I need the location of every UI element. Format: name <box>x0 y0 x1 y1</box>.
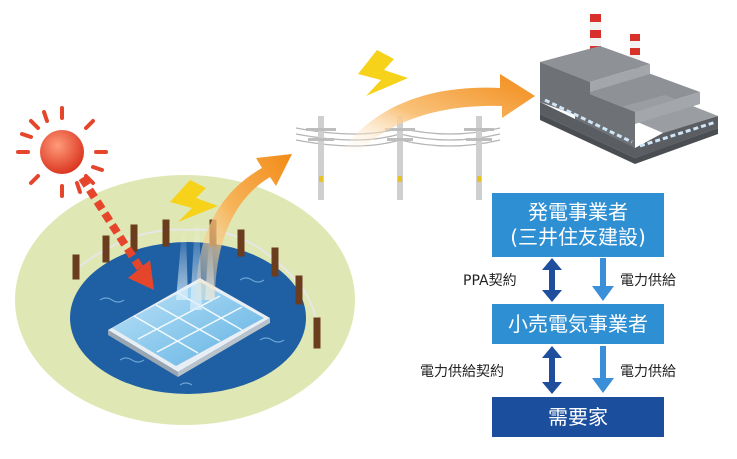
generator-box: 発電事業者 (三井住友建設) <box>492 193 664 257</box>
consumer-box: 需要家 <box>492 397 664 437</box>
supply-arrow-upper <box>592 258 614 301</box>
solar-panel-icon <box>108 278 270 377</box>
power-arrow-icon <box>342 74 535 158</box>
retailer-label: 小売電気事業者 <box>508 311 648 336</box>
water-ripples <box>99 277 285 386</box>
ppa-contract-label: PPA契約 <box>463 273 517 289</box>
factory-icon <box>540 14 718 164</box>
utility-pole-icon <box>464 116 494 200</box>
utility-pole-icon <box>306 116 336 200</box>
supply-label-upper: 電力供給 <box>620 273 676 289</box>
consumer-label: 需要家 <box>548 404 608 429</box>
generator-company: (三井住友建設) <box>510 225 646 249</box>
utility-pole-icon <box>385 116 415 200</box>
ppa-contract-arrow <box>542 258 562 302</box>
lightning-icon <box>170 180 218 222</box>
retailer-box: 小売電気事業者 <box>492 304 664 344</box>
generator-label: 発電事業者 <box>528 200 628 224</box>
lightning-icon <box>358 50 408 96</box>
sunlight-arrow <box>78 175 154 290</box>
supply-label-lower: 電力供給 <box>620 364 676 380</box>
supply-contract-label: 電力供給契約 <box>420 364 504 380</box>
power-arrow-icon <box>196 154 292 300</box>
supply-contract-arrow <box>542 346 562 394</box>
sun-icon <box>16 106 108 198</box>
supply-arrow-lower <box>592 346 614 393</box>
